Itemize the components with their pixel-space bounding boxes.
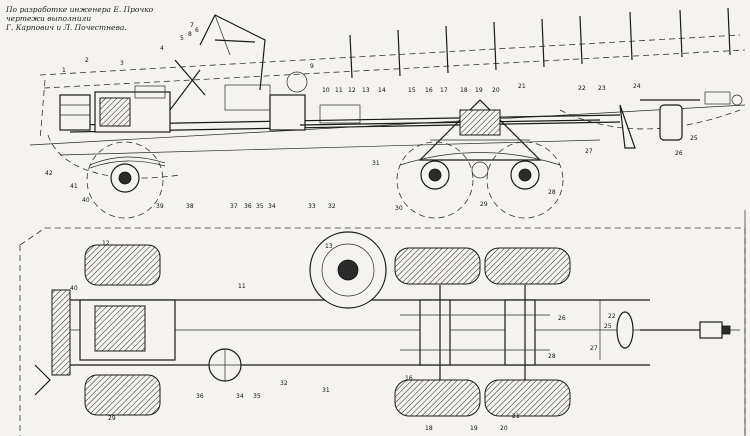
part-label-25: 25 (690, 135, 698, 142)
plan-label-21: 21 (512, 413, 520, 420)
part-label-9: 9 (310, 63, 314, 70)
part-label-42: 42 (45, 170, 53, 177)
part-label-11: 11 (335, 87, 343, 94)
plan-label-28: 28 (548, 353, 556, 360)
plan-view-part-numbers: 40 12 11 13 31 32 34 35 36 16 18 19 20 2… (70, 240, 616, 432)
part-label-36: 36 (244, 203, 252, 210)
part-label-37: 37 (230, 203, 238, 210)
front-wheel (86, 141, 164, 219)
plan-label-31: 31 (322, 387, 330, 394)
part-label-21: 21 (518, 83, 526, 90)
part-label-12: 12 (348, 87, 356, 94)
plan-view: 40 12 11 13 31 32 34 35 36 16 18 19 20 2… (19, 210, 746, 436)
part-label-2: 2 (85, 57, 89, 64)
part-label-16: 16 (425, 87, 433, 94)
part-label-31: 31 (372, 160, 380, 167)
part-label-29: 29 (480, 201, 488, 208)
part-label-3: 3 (120, 60, 124, 67)
plan-label-26: 26 (558, 315, 566, 322)
authors-caption: По разработке инженера Е. Прочко чертежи… (6, 5, 153, 32)
part-label-6: 6 (195, 27, 199, 34)
part-label-24: 24 (633, 83, 641, 90)
part-label-27: 27 (585, 148, 593, 155)
plan-label-18: 18 (425, 425, 433, 432)
side-view: 1 2 3 4 5 6 7 8 9 10 11 12 13 14 15 16 1… (29, 7, 746, 219)
plan-label-34: 34 (236, 393, 244, 400)
plan-label-12: 12 (102, 240, 110, 247)
part-label-19: 19 (475, 87, 483, 94)
part-label-39: 39 (156, 203, 164, 210)
part-label-1: 1 (62, 67, 66, 74)
cab (169, 14, 271, 111)
part-label-26: 26 (675, 150, 683, 157)
engine (59, 85, 171, 133)
plan-label-27: 27 (590, 345, 598, 352)
part-label-4: 4 (160, 45, 164, 52)
part-label-28: 28 (548, 189, 556, 196)
part-label-22: 22 (578, 85, 586, 92)
plan-label-19: 19 (470, 425, 478, 432)
part-label-41: 41 (70, 183, 78, 190)
part-label-23: 23 (598, 85, 606, 92)
part-label-17: 17 (440, 87, 448, 94)
rear-wheel-2 (486, 141, 564, 219)
plan-label-29: 29 (108, 415, 116, 422)
rear-wheel-1 (396, 141, 474, 219)
part-label-32: 32 (328, 203, 336, 210)
spare-tyre-top (309, 231, 387, 309)
part-label-13: 13 (362, 87, 370, 94)
part-label-20: 20 (492, 87, 500, 94)
rear-tyres-top (394, 247, 571, 417)
part-label-15: 15 (408, 87, 416, 94)
side-view-part-numbers: 1 2 3 4 5 6 7 8 9 10 11 12 13 14 15 16 1… (45, 22, 698, 212)
part-label-14: 14 (378, 87, 386, 94)
cargo-stakes (349, 7, 731, 79)
plan-label-25: 25 (604, 323, 612, 330)
part-label-35: 35 (256, 203, 264, 210)
caption-line-3: Г. Карпович и Л. Почестнева. (6, 23, 127, 32)
plan-label-13: 13 (325, 243, 333, 250)
plan-label-22: 22 (608, 313, 616, 320)
part-label-38: 38 (186, 203, 194, 210)
front-tyres-top (84, 244, 161, 416)
part-label-40: 40 (82, 197, 90, 204)
plan-label-11: 11 (238, 283, 246, 290)
plan-label-20: 20 (500, 425, 508, 432)
part-label-33: 33 (308, 203, 316, 210)
part-label-7: 7 (190, 22, 194, 29)
plan-label-40: 40 (70, 285, 78, 292)
plan-label-35: 35 (253, 393, 261, 400)
part-label-30: 30 (395, 205, 403, 212)
caption-line-2: чертежи выполнили (6, 14, 92, 23)
part-label-8: 8 (188, 31, 192, 38)
part-label-34: 34 (268, 203, 276, 210)
part-label-5: 5 (180, 35, 184, 42)
part-label-18: 18 (460, 87, 468, 94)
plan-label-16: 16 (405, 375, 413, 382)
plan-label-36: 36 (196, 393, 204, 400)
part-label-10: 10 (322, 87, 330, 94)
plan-label-32: 32 (280, 380, 288, 387)
caption-line-1: По разработке инженера Е. Прочко (6, 5, 154, 14)
